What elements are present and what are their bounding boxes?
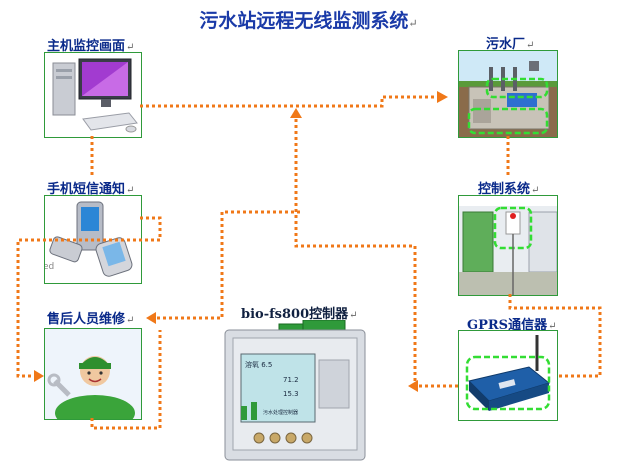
control-cabinet-icon: [459, 196, 557, 295]
label-host-monitor: 主机监控画面↵: [47, 39, 135, 54]
arrow-to-controller-up: [290, 108, 302, 118]
controller-icon: 溶氧 6.5 71.2 15.3 污水处理控制器: [224, 319, 366, 461]
sewage-plant-image: [458, 50, 558, 138]
label-gprs: GPRS通信器↵: [467, 318, 557, 333]
host-monitor-image: [44, 52, 142, 138]
screen-line-1: 溶氧 6.5: [245, 360, 272, 369]
computer-icon: [52, 58, 138, 133]
flow-sms-loop: [16, 216, 162, 378]
arrow-to-plant: [437, 91, 448, 103]
screen-line-4: 污水处理控制器: [263, 409, 298, 416]
arrow-to-gprs: [408, 380, 418, 392]
mobile-phone-icon: [49, 201, 133, 277]
repairman-icon: [45, 329, 141, 419]
diagram-title: 污水站远程无线监测系统↵: [199, 10, 418, 32]
label-controller: bio-fs800控制器↵: [241, 307, 358, 322]
label-control-system: 控制系统↵: [478, 182, 540, 197]
arrow-to-after-sales: [146, 312, 156, 324]
flow-gprs-to-controller: [294, 116, 458, 388]
label-sewage-plant: 污水厂↵: [486, 37, 535, 52]
arrow-to-after-sales-left: [34, 370, 44, 382]
controller-device: 溶氧 6.5 71.2 15.3 污水处理控制器: [223, 319, 371, 462]
control-system-image: [458, 195, 558, 296]
flow-after-sales-bottom: [90, 330, 162, 430]
repairman-image: [44, 328, 142, 420]
label-after-sales: 售后人员维修↵: [47, 312, 135, 327]
phone-watermark: ed: [44, 262, 55, 272]
gprs-modem-icon: [459, 331, 557, 420]
flow-host-to-plant: [140, 95, 438, 108]
label-sms-notify: 手机短信通知↵: [47, 182, 135, 197]
flow-controller-to-after-sales: [155, 210, 300, 320]
gprs-image: [458, 330, 558, 421]
screen-line-2: 71.2: [283, 376, 299, 384]
screen-line-3: 15.3: [283, 390, 299, 398]
flow-control-to-gprs: [508, 294, 602, 378]
sewage-plant-icon: [459, 51, 557, 137]
